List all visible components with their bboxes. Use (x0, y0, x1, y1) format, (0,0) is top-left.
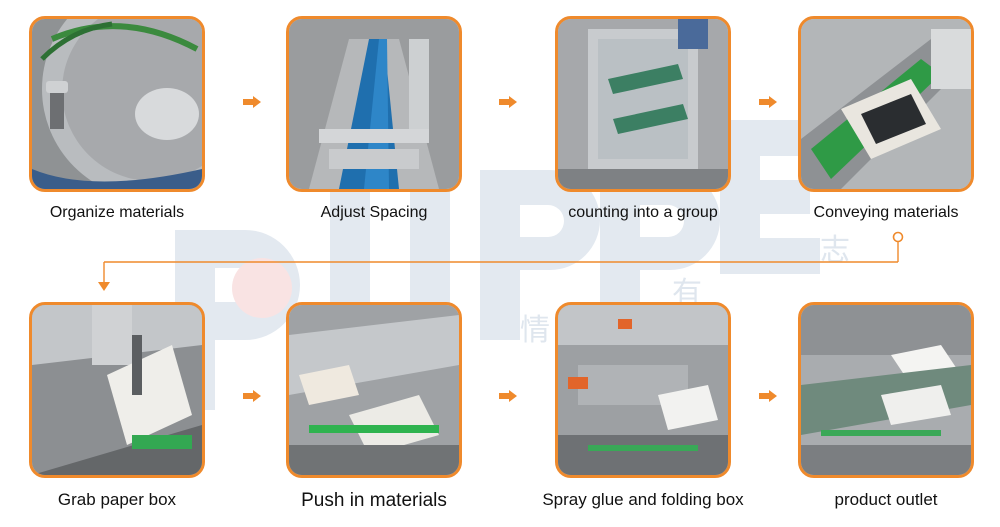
arrow-right-icon (759, 390, 777, 402)
arrow-right-icon (759, 96, 777, 108)
step-photo (555, 302, 731, 478)
arrow-right-icon (243, 96, 261, 108)
step-photo (555, 16, 731, 192)
step-photo (286, 16, 462, 192)
step-label: product outlet (834, 490, 938, 509)
step-label: Organize materials (49, 204, 185, 221)
step-photo (29, 302, 205, 478)
step-label: Grab paper box (57, 490, 177, 509)
watermark-char: 志 (820, 233, 850, 268)
step-photo (286, 302, 462, 478)
step-label: Spray glue and folding box (542, 490, 744, 509)
step-photo (798, 302, 974, 478)
arrow-right-icon (499, 96, 517, 108)
step-label: Conveying materials (813, 204, 959, 221)
step-photo (29, 16, 205, 192)
arrow-right-icon (499, 390, 517, 402)
step-label: Push in materials (301, 490, 447, 511)
arrow-right-icon (243, 390, 261, 402)
step-label: counting into a group (568, 204, 718, 221)
step-photo (798, 16, 974, 192)
watermark-char: 情 (520, 313, 550, 348)
step-label: Adjust Spacing (320, 204, 428, 221)
